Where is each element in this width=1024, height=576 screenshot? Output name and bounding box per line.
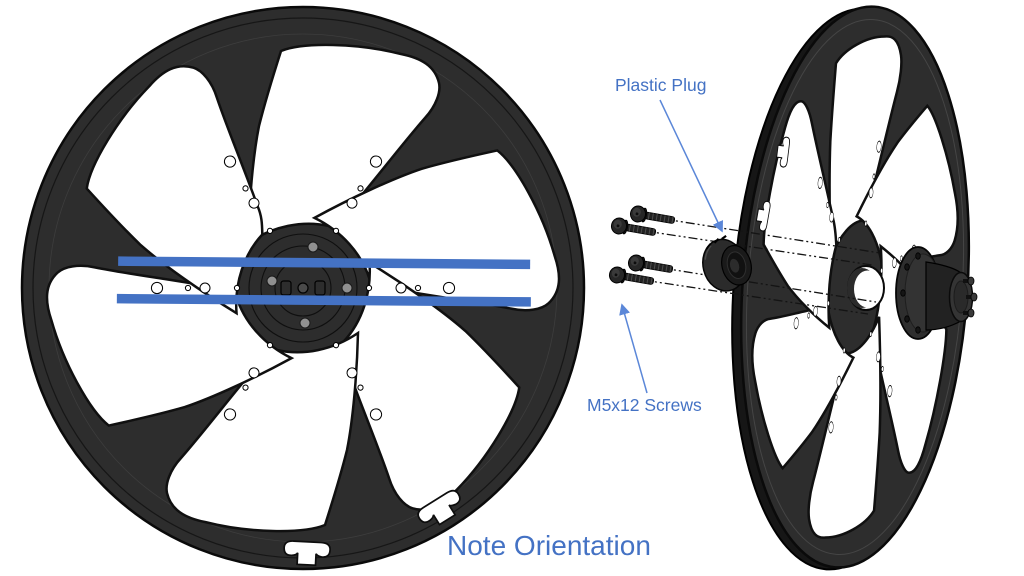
- screws-label: M5x12 Screws: [587, 395, 702, 415]
- right-wheel-center-bore: [847, 265, 885, 311]
- left-wheel-front-view: [20, 5, 586, 571]
- assembly-axis-lines: [642, 218, 881, 315]
- leader-lines: [619, 99, 723, 394]
- orientation-highlight-bars: [116, 256, 531, 307]
- m5x12-screws: [607, 204, 677, 290]
- hub-shaft-pins: [963, 276, 978, 318]
- screw-3: [626, 253, 675, 278]
- right-wheel-hub-flange: [895, 246, 978, 340]
- highlight-bar-top: [118, 256, 531, 270]
- screws-leader: [619, 303, 648, 394]
- plastic-plug-leader: [659, 99, 723, 233]
- screw-1: [628, 204, 677, 229]
- left-wheel-hub: [248, 233, 358, 343]
- plastic-plug-part: [702, 234, 752, 292]
- note-orientation-label: Note Orientation: [447, 530, 651, 561]
- highlight-bar-bottom: [116, 293, 531, 307]
- right-wheel-isometric-view: [700, 0, 1011, 576]
- plastic-plug-label: Plastic Plug: [615, 75, 707, 95]
